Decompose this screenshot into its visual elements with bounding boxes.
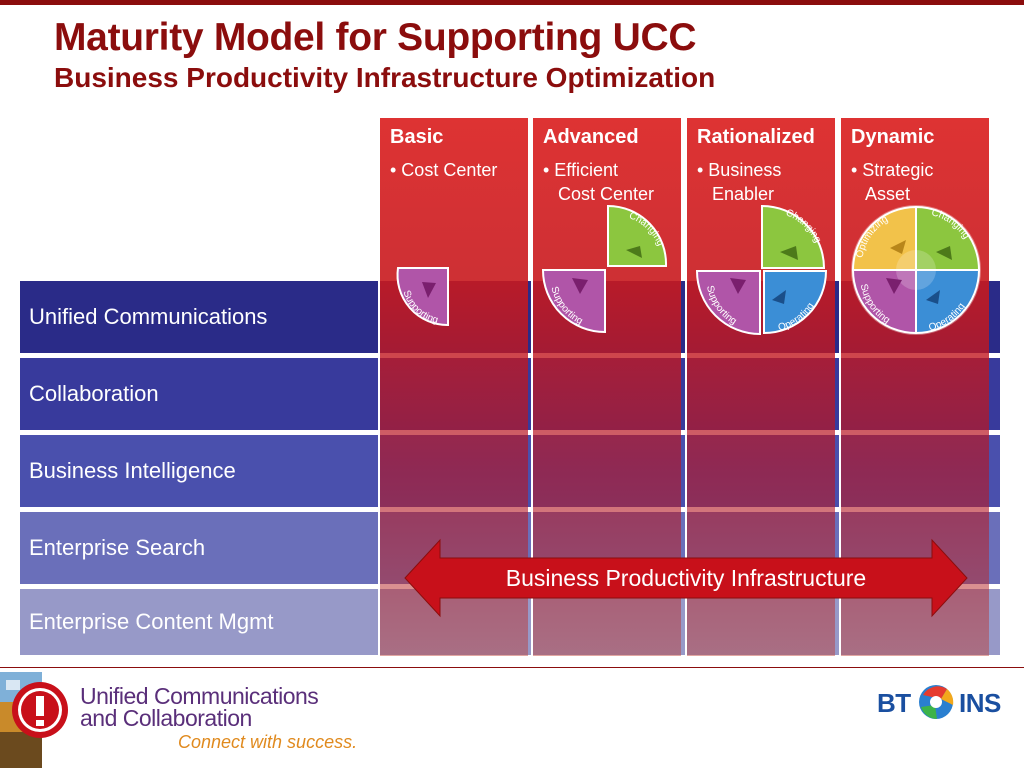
column-title: Advanced — [543, 126, 639, 148]
column-basic: Basic • Cost Center — [378, 118, 528, 656]
column-dynamic: Dynamic • Strategic Asset — [839, 118, 989, 656]
row-label: Unified Communications — [29, 304, 268, 329]
slide-title: Maturity Model for Supporting UCC — [54, 16, 697, 59]
ins-logo-text: INS — [959, 688, 1001, 718]
column-description: • Business Enabler — [697, 160, 782, 204]
footer-logo-line2: and Collaboration — [80, 705, 252, 731]
column-advanced: Advanced • Efficient Cost Center — [531, 118, 681, 656]
column-title: Basic — [390, 126, 444, 148]
footer-divider — [0, 667, 1024, 668]
ucc-logo-graphic — [0, 672, 68, 768]
footer-logo-line1: Unified Communications — [80, 683, 319, 709]
row-label: Collaboration — [29, 381, 159, 406]
row-label: Business Intelligence — [29, 458, 236, 483]
column-description: • Cost Center — [390, 160, 498, 180]
column-rationalized: Rationalized • Business Enabler — [685, 118, 835, 656]
row-label: Enterprise Content Mgmt — [29, 609, 274, 634]
column-title: Dynamic — [851, 126, 935, 148]
top-accent-bar — [0, 0, 1024, 5]
footer-tagline: Connect with success. — [178, 732, 358, 752]
slide-subtitle: Business Productivity Infrastructure Opt… — [54, 62, 716, 93]
bt-logo-text: BT — [877, 688, 911, 718]
row-label: Enterprise Search — [29, 535, 206, 560]
bt-globe-icon — [919, 685, 954, 719]
column-description: • Strategic Asset — [851, 160, 934, 204]
column-title: Rationalized — [697, 126, 815, 148]
column-description: • Efficient Cost Center — [543, 160, 655, 204]
